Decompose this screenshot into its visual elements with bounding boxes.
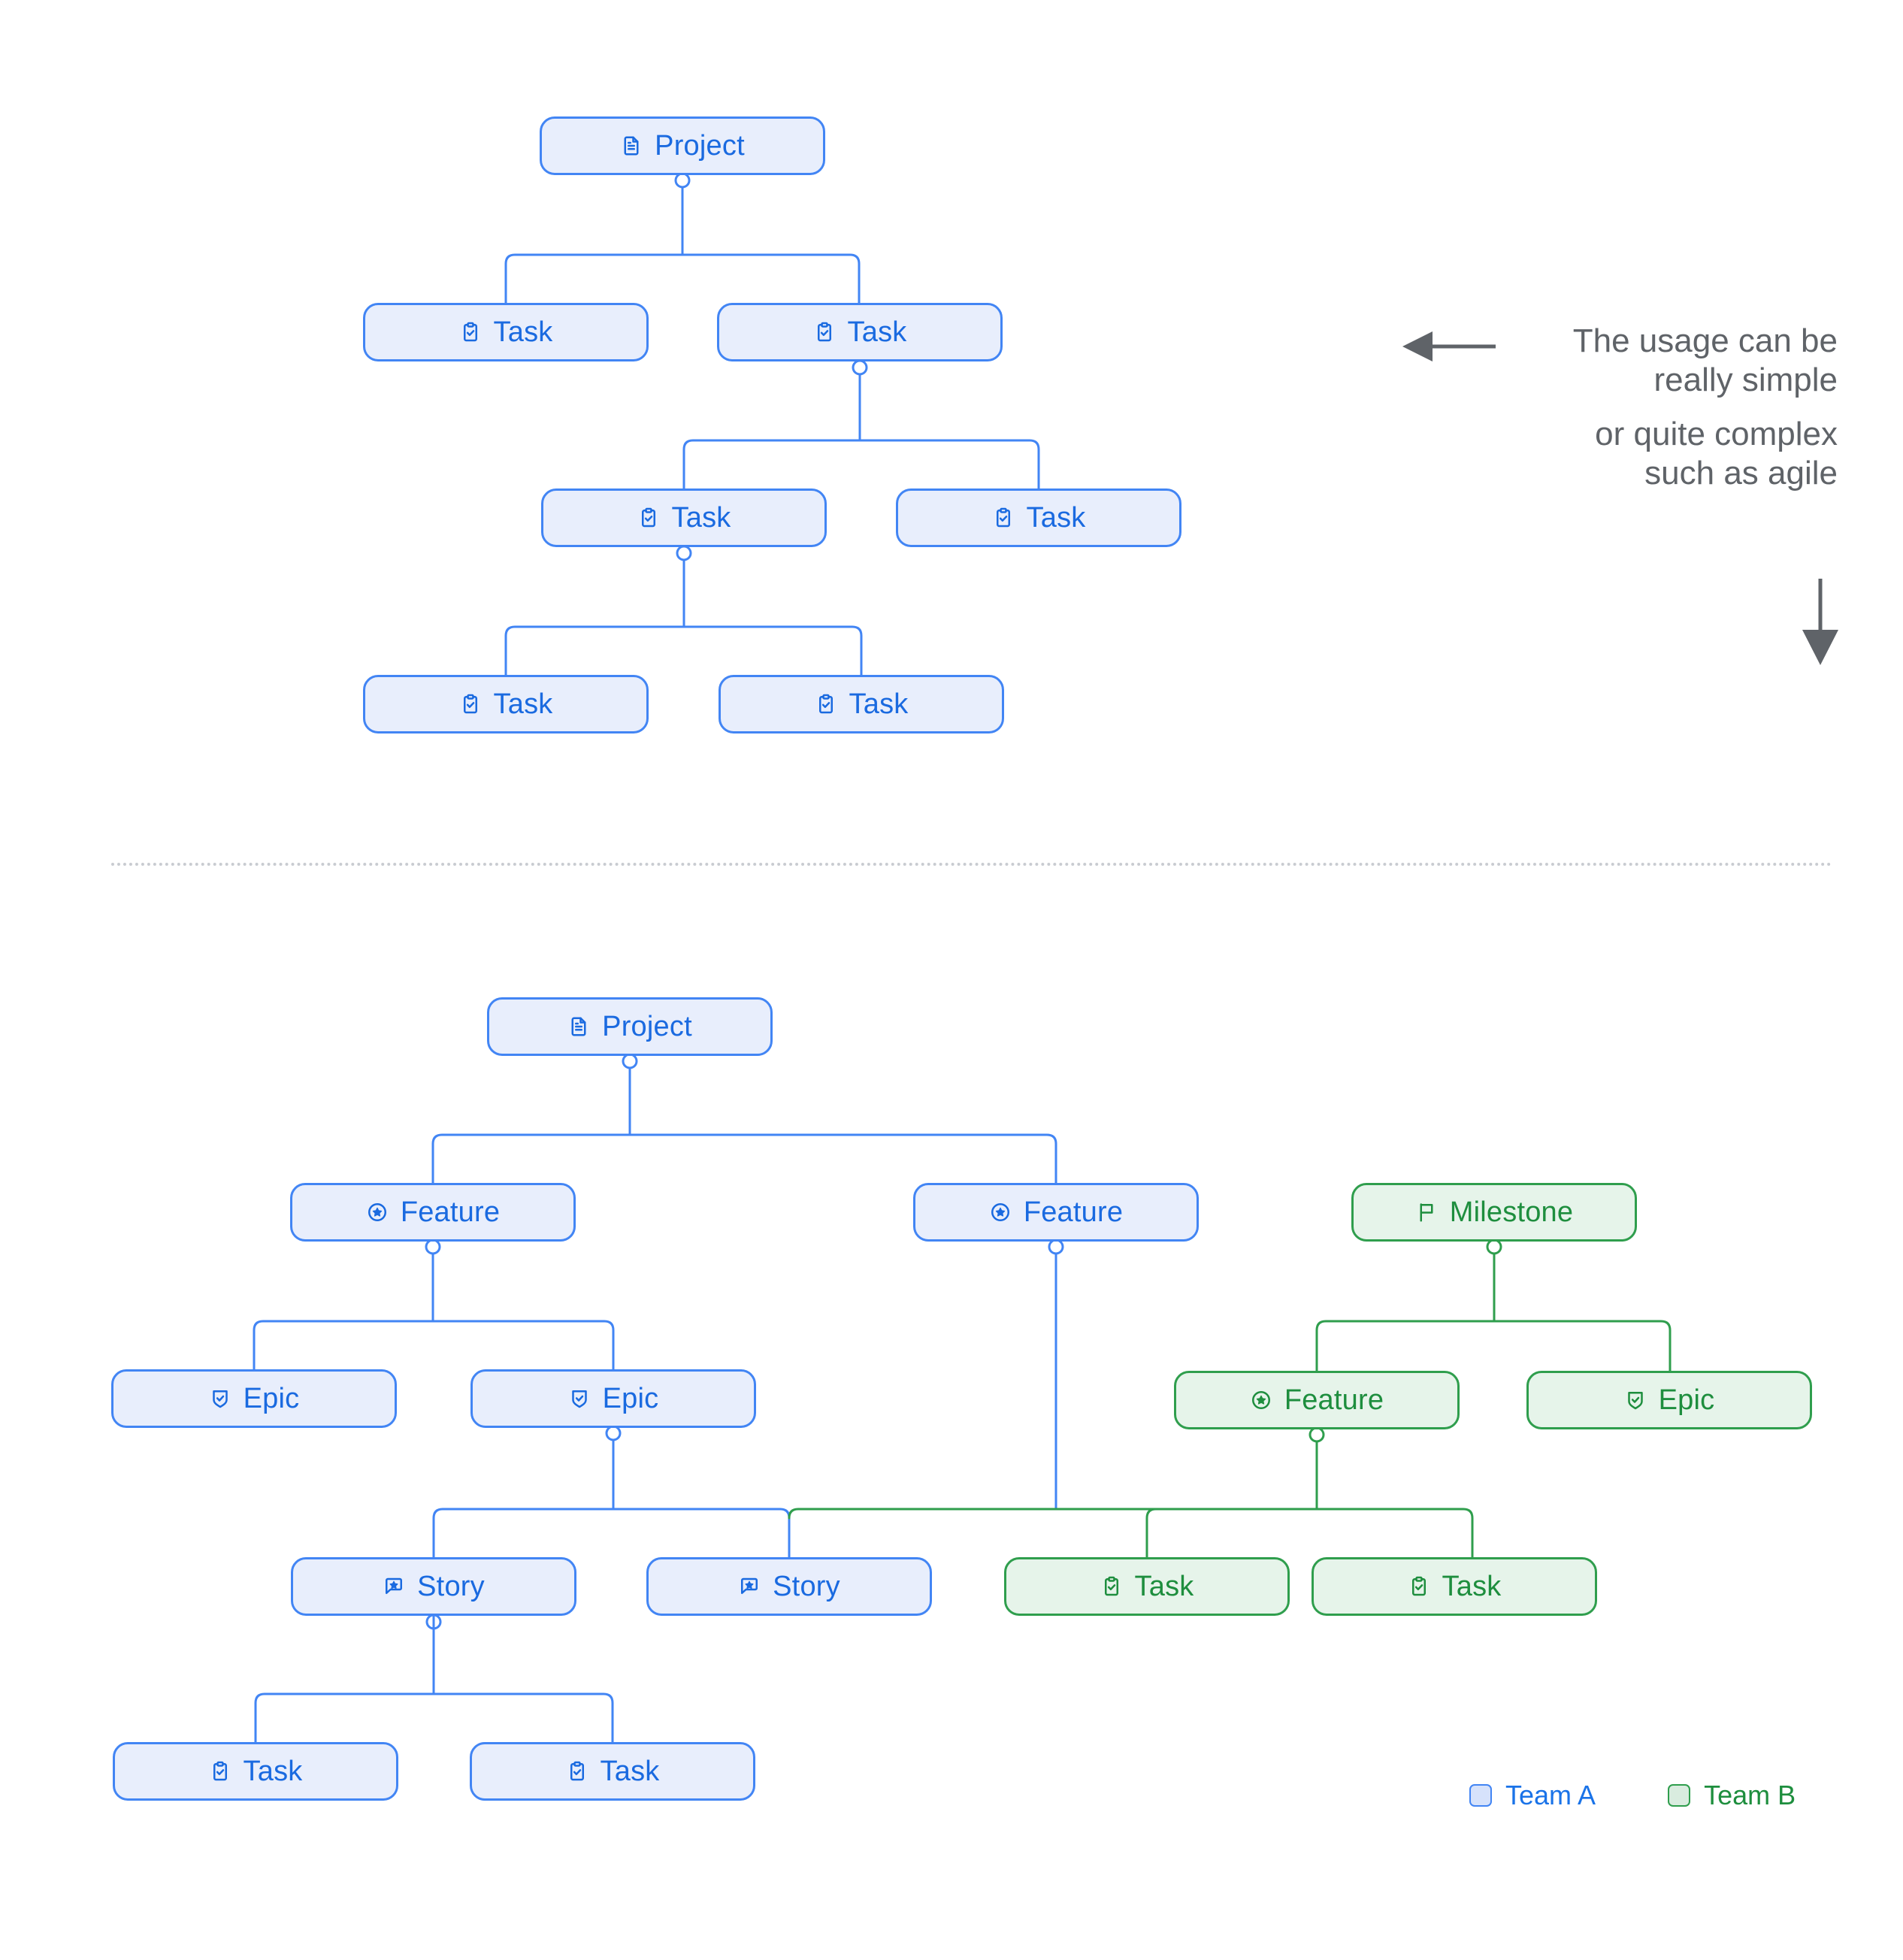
node-label: Task — [600, 1756, 660, 1787]
legend-swatch-green-icon — [1668, 1784, 1691, 1807]
node-label: Task — [243, 1756, 303, 1787]
clipboard-check-icon — [1408, 1575, 1430, 1598]
node-b-epic-1[interactable]: Epic — [111, 1369, 397, 1428]
node-label: Task — [849, 688, 909, 720]
node-label: Task — [847, 316, 907, 348]
section-divider — [111, 863, 1832, 866]
clipboard-check-icon — [637, 507, 660, 529]
node-b-task-g2[interactable]: Task — [1312, 1557, 1597, 1616]
clipboard-check-icon — [1100, 1575, 1123, 1598]
node-t-task-6[interactable]: Task — [719, 675, 1004, 733]
document-icon — [567, 1015, 590, 1038]
clipboard-check-icon — [209, 1760, 231, 1783]
legend-swatch-blue-icon — [1469, 1784, 1492, 1807]
clipboard-check-icon — [459, 321, 482, 343]
top-diagram-edges — [504, 174, 1040, 676]
node-label: Project — [602, 1011, 692, 1042]
flag-icon — [1415, 1201, 1438, 1223]
bottom-diagram-blue-ports — [425, 1053, 1064, 1630]
clipboard-check-icon — [813, 321, 836, 343]
node-t-project[interactable]: Project — [540, 116, 825, 175]
shield-check-icon — [1624, 1389, 1647, 1411]
shield-check-icon — [209, 1387, 231, 1410]
annotation-text: The usage can be really simple or quite … — [1278, 322, 1838, 493]
node-b-feature-2[interactable]: Feature — [913, 1183, 1199, 1242]
node-label: Milestone — [1449, 1196, 1574, 1228]
node-label: Task — [1134, 1571, 1194, 1602]
node-b-story-1[interactable]: Story — [291, 1557, 576, 1616]
legend-label-team-b: Team B — [1704, 1780, 1796, 1810]
node-label: Epic — [1658, 1384, 1715, 1416]
node-label: Project — [655, 130, 745, 162]
annotation-arrow-down-icon — [1802, 579, 1838, 665]
node-b-project[interactable]: Project — [487, 997, 773, 1056]
node-label: Feature — [400, 1196, 501, 1228]
node-label: Task — [1026, 502, 1086, 534]
node-label: Task — [1442, 1571, 1502, 1602]
node-t-task-1[interactable]: Task — [363, 303, 649, 361]
legend: Team A Team B — [1469, 1780, 1796, 1811]
annotation-line-gap — [1278, 400, 1838, 415]
node-label: Task — [493, 688, 553, 720]
node-label: Feature — [1023, 1196, 1124, 1228]
node-b-feature-1[interactable]: Feature — [290, 1183, 576, 1242]
node-b-epic-2[interactable]: Epic — [470, 1369, 756, 1428]
node-label: Story — [773, 1571, 840, 1602]
node-b-task-b2[interactable]: Task — [470, 1742, 755, 1801]
legend-item-team-a: Team A — [1469, 1780, 1596, 1811]
clipboard-check-icon — [566, 1760, 588, 1783]
node-b-epic-3[interactable]: Epic — [1526, 1371, 1812, 1429]
node-b-task-g1[interactable]: Task — [1004, 1557, 1290, 1616]
bottom-diagram-blue-edges-lower — [254, 1614, 614, 1744]
annotation-line-4: such as agile — [1644, 454, 1838, 492]
annotation-line-1: The usage can be — [1572, 322, 1838, 359]
clipboard-check-icon — [815, 693, 837, 715]
bottom-diagram-blue-edges — [253, 1054, 1057, 1559]
node-label: Task — [671, 502, 731, 534]
node-label: Epic — [602, 1383, 659, 1414]
node-t-task-3[interactable]: Task — [541, 488, 827, 547]
node-label: Epic — [243, 1383, 300, 1414]
node-t-task-5[interactable]: Task — [363, 675, 649, 733]
document-icon — [620, 135, 643, 157]
feature-star-icon — [989, 1201, 1012, 1223]
node-b-story-2[interactable]: Story — [646, 1557, 932, 1616]
story-star-icon — [383, 1575, 405, 1598]
clipboard-check-icon — [459, 693, 482, 715]
clipboard-check-icon — [992, 507, 1015, 529]
legend-item-team-b: Team B — [1668, 1780, 1796, 1811]
shield-check-icon — [568, 1387, 591, 1410]
story-star-icon — [738, 1575, 761, 1598]
node-label: Feature — [1284, 1384, 1384, 1416]
annotation-line-2: really simple — [1653, 361, 1838, 398]
node-label: Task — [493, 316, 553, 348]
feature-star-icon — [1250, 1389, 1272, 1411]
node-label: Story — [417, 1571, 485, 1602]
legend-label-team-a: Team A — [1505, 1780, 1596, 1810]
annotation-line-3: or quite complex — [1595, 415, 1838, 452]
node-b-milestone[interactable]: Milestone — [1351, 1183, 1637, 1242]
feature-star-icon — [366, 1201, 389, 1223]
node-t-task-4[interactable]: Task — [896, 488, 1181, 547]
node-b-feature-3[interactable]: Feature — [1174, 1371, 1460, 1429]
node-b-task-b1[interactable]: Task — [113, 1742, 398, 1801]
node-t-task-2[interactable]: Task — [717, 303, 1003, 361]
